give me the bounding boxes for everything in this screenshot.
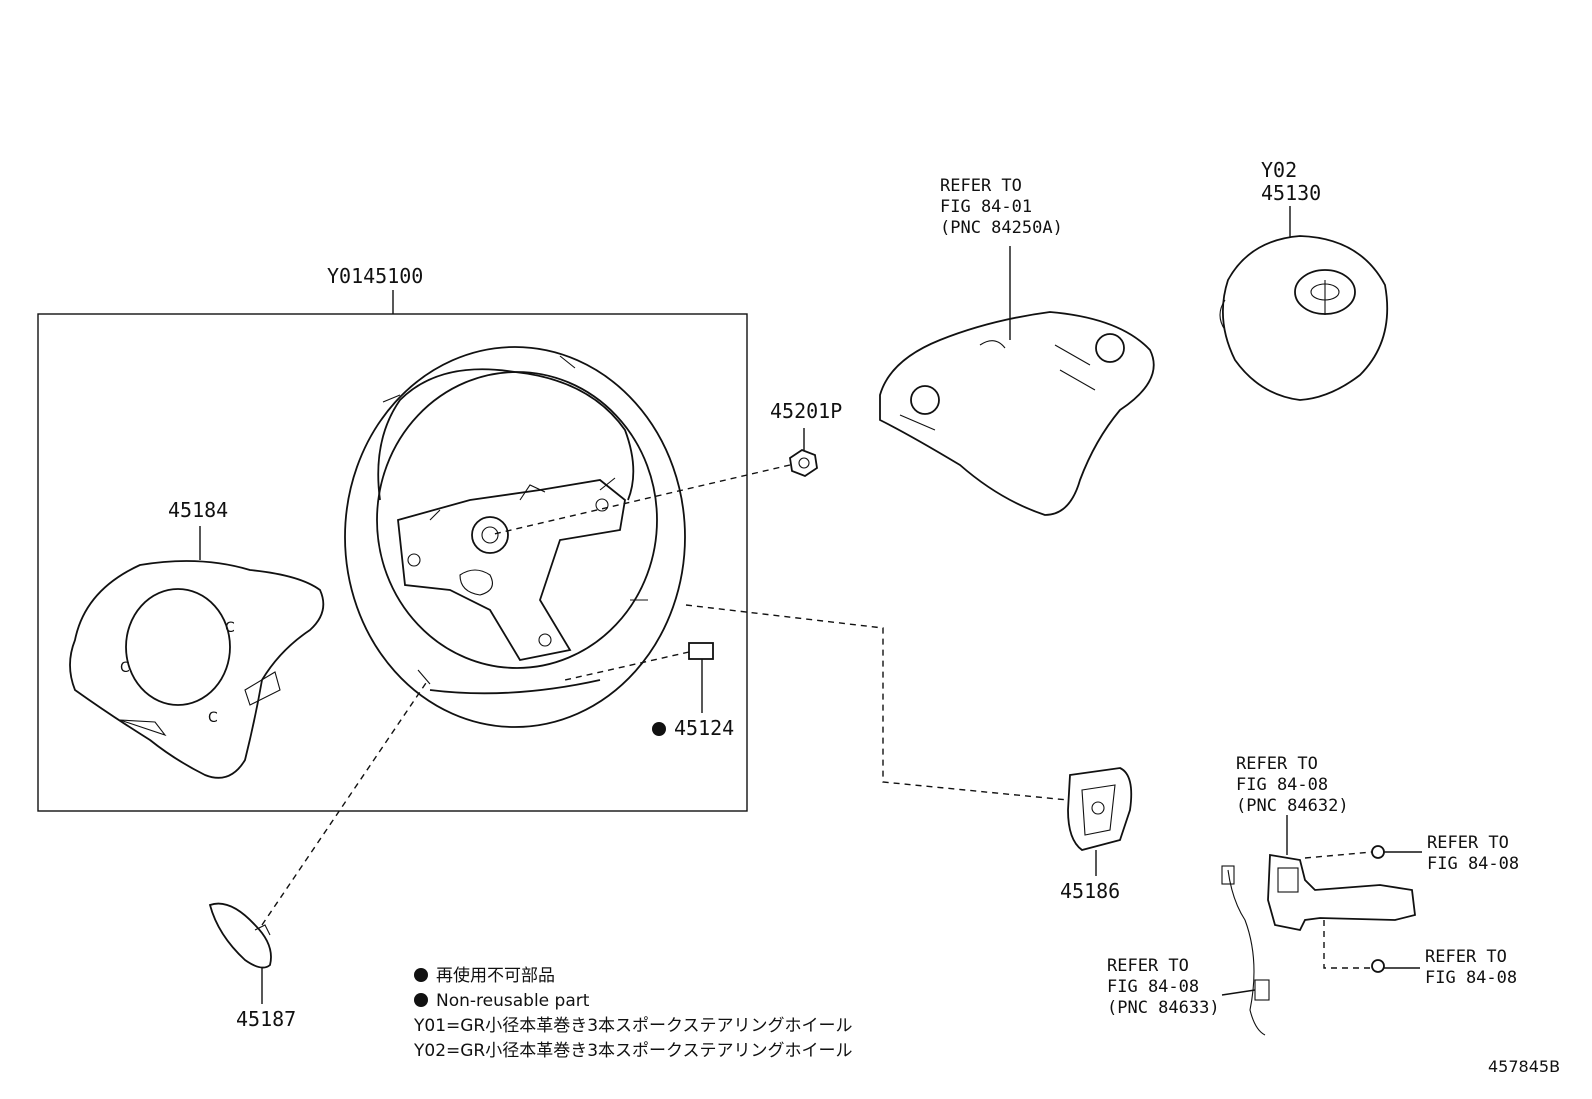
lower-cover-dash [261,679,429,926]
ref-combo-switch: REFER TO FIG 84-08 (PNC 84632) [1236,754,1349,816]
ref-screw-lower: REFER TO FIG 84-08 [1425,947,1518,988]
document-id: 457845B [1488,1057,1561,1076]
legend-nonreusable-jp: 再使用不可部品 [414,968,555,985]
ref-switch-pad: REFER TO FIG 84-01 (PNC 84250A) [940,176,1063,238]
switch-cover-dash [685,604,1069,801]
legend-y01: Y01=GR小径本革巻き3本スポークステアリングホイール [414,1016,853,1036]
steering-wheel-drawing [344,346,686,728]
screw-upper-dash [1304,851,1373,859]
legend-text-en: Non-reusable part [436,991,590,1011]
legend-y02: Y02=GR小径本革巻き3本スポークステアリングホイール [414,1041,853,1061]
svg-text:C: C [225,620,235,636]
nut-dash [489,464,791,536]
airbag-drawing [1219,235,1389,401]
bullet-dot-icon [414,968,428,982]
switch-cover-label: 45186 [1060,879,1121,903]
pad-cover-label: 45184 [168,498,229,522]
legend-nonreusable-en: Non-reusable part [414,993,589,1010]
combo-switch-drawing [1221,845,1416,1036]
ref-wire: REFER TO FIG 84-08 (PNC 84633) [1107,956,1220,1018]
emblem-drawing [688,642,714,660]
screw-lower-dash [1323,920,1372,969]
airbag-variant-label: Y02 [1261,158,1298,182]
switch-pad-drawing [879,311,1155,516]
wire-leader [1221,989,1256,996]
emblem-label: 45124 [652,718,734,738]
ref-screw-upper: REFER TO FIG 84-08 [1427,833,1520,874]
pad-cover-drawing: C C C [69,560,325,779]
legend-text-jp: 再使用不可部品 [436,966,555,986]
lower-cover-label: 45187 [236,1007,297,1031]
nut-label: 45201P [770,399,843,423]
svg-text:C: C [120,660,130,676]
svg-text:C: C [208,710,218,726]
nonreusable-dot-icon [652,722,666,736]
bullet-dot-icon [414,993,428,1007]
nut-drawing [789,448,818,478]
assembly-label: Y0145100 [327,264,424,288]
emblem-number: 45124 [674,716,735,740]
lower-cover-drawing [208,902,272,969]
airbag-part-label: 45130 [1261,181,1322,205]
switch-cover-drawing [1067,767,1133,851]
emblem-dash [564,651,690,681]
